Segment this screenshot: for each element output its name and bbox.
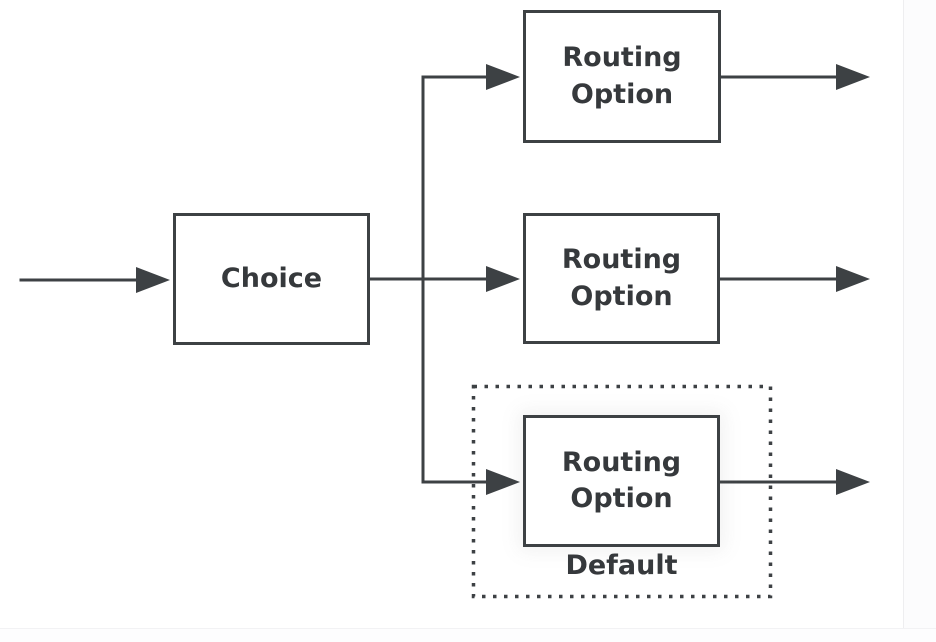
- node-routing-option-middle: Routing Option: [523, 213, 720, 344]
- canvas-right-edge: [903, 0, 936, 642]
- node-choice: Choice: [173, 213, 370, 345]
- connector-choice-to-routing-default: [421, 469, 520, 495]
- connector-routing-middle-output: [718, 266, 870, 292]
- node-routing-option-default: Routing Option: [523, 415, 720, 547]
- node-routing-option-top-label: Routing Option: [562, 42, 682, 110]
- node-routing-option-middle-label: Routing Option: [561, 244, 682, 312]
- connector-routing-top-output: [719, 64, 870, 90]
- default-group-label: Default: [565, 550, 678, 581]
- connector-choice-to-routing-middle: [368, 266, 520, 292]
- node-routing-option-default-label: Routing Option: [561, 446, 682, 514]
- connector-routing-default-output: [718, 469, 870, 495]
- node-choice-label: Choice: [220, 262, 323, 294]
- connector-input-to-choice: [19, 267, 170, 293]
- connector-choice-to-routing-top: [421, 64, 520, 90]
- node-routing-option-top: Routing Option: [523, 10, 721, 143]
- canvas-bottom-edge: [0, 628, 936, 642]
